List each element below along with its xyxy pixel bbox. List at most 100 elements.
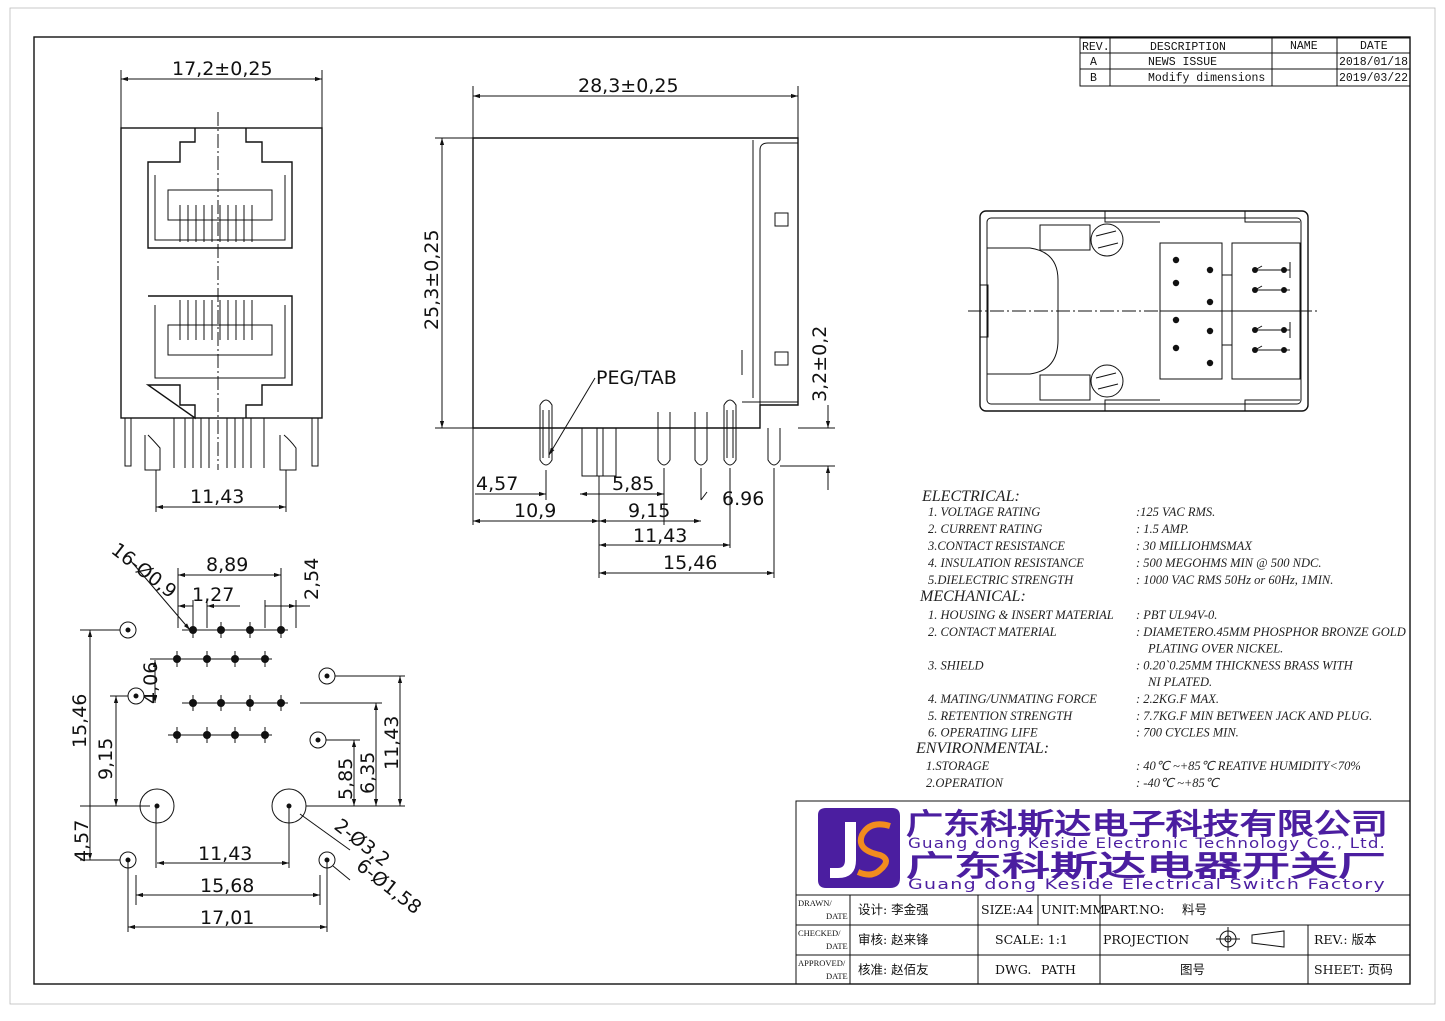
sheet-field: SHEET: 页码 — [1314, 962, 1393, 977]
dim-5-85-v: 5,85 — [335, 758, 357, 800]
size-field: SIZE:A4 — [981, 902, 1034, 917]
spec-value: : 30 MILLIOHMSMAX — [1136, 539, 1253, 553]
checked-label: CHECKED/ — [798, 928, 841, 938]
dwg-label: DWG. — [995, 962, 1031, 977]
approved-label: APPROVED/ — [798, 958, 846, 968]
spec-value: : 700 CYCLES MIN. — [1136, 726, 1239, 740]
drawing-border — [33, 36, 1411, 985]
company-name-cn-1: 广东科斯达电子科技有限公司 — [906, 807, 1388, 841]
rev-a-date: 2018/01/18 — [1339, 56, 1408, 69]
scale-field: SCALE: 1:1 — [995, 932, 1068, 947]
spec-value: NI PLATED. — [1147, 675, 1212, 689]
spec-label: 2. CONTACT MATERIAL — [928, 625, 1057, 639]
approved-date-label: DATE — [826, 971, 848, 981]
company-name-en-1: Guang dong Keside Electronic Technology … — [908, 836, 1386, 852]
specifications: ELECTRICAL: MECHANICAL: ENVIRONMENTAL: 1… — [915, 488, 1406, 790]
top-view — [968, 210, 1320, 412]
company-logo: KS — [818, 808, 904, 888]
side-length-dim: 28,3±0,25 — [578, 75, 679, 97]
unit-field: UNIT:MM. — [1041, 902, 1109, 917]
title-block: DRAWN/ DATE 设计: 李金强 CHECKED/ DATE 审核: 赵来… — [795, 894, 1411, 985]
rev-b-date: 2019/03/22 — [1339, 72, 1408, 85]
hole-note-16: 16-Ø0,9 — [107, 539, 181, 603]
spec-label: 6. OPERATING LIFE — [928, 726, 1038, 740]
dim-15-68: 15,68 — [200, 875, 254, 897]
dim-11-43-v: 11,43 — [381, 716, 403, 770]
side-height-dim: 25,3±0,25 — [421, 229, 443, 330]
description-header: DESCRIPTION — [1150, 41, 1226, 54]
spec-value: : 40℃ ~+85℃ REATIVE HUMIDITY<70% — [1136, 759, 1361, 773]
spec-value: :125 VAC RMS. — [1136, 505, 1215, 519]
pcb-footprint: 8,89 1,27 2,54 16-Ø0,9 — [69, 539, 426, 932]
electrical-title: ELECTRICAL: — [921, 488, 1020, 505]
dim-15-46: 15,46 — [663, 552, 717, 574]
date-header: DATE — [1360, 40, 1388, 53]
front-view: 17,2±0,25 — [120, 58, 323, 512]
rev-field: REV.: 版本 — [1314, 932, 1377, 947]
path-label: PATH — [1041, 962, 1076, 977]
spec-label: 5. RETENTION STRENGTH — [928, 709, 1073, 723]
spec-label: 1. HOUSING & INSERT MATERIAL — [928, 608, 1114, 622]
rev-a: A — [1090, 56, 1097, 69]
spec-label: 2. CURRENT RATING — [928, 522, 1042, 536]
spec-label: 2.OPERATION — [926, 776, 1004, 790]
rev-b-description: Modify dimensions — [1148, 72, 1265, 85]
spec-value: PLATING OVER NICKEL. — [1147, 642, 1283, 656]
dim-4-57: 4,57 — [476, 473, 518, 495]
name-header: NAME — [1290, 40, 1318, 53]
spec-label: 4. MATING/UNMATING FORCE — [928, 692, 1097, 706]
dim-11-43-h: 11,43 — [198, 843, 252, 865]
front-width-dim: 17,2±0,25 — [172, 58, 273, 80]
spec-value: : 1.5 AMP. — [1136, 522, 1189, 536]
sheet-edge — [9, 7, 1436, 1005]
dim-9-15: 9,15 — [628, 500, 670, 522]
spec-value: : 1000 VAC RMS 50Hz or 60Hz, 1MIN. — [1136, 573, 1333, 587]
spec-label: 3.CONTACT RESISTANCE — [927, 539, 1065, 553]
front-pin-span-dim: 11,43 — [190, 486, 244, 508]
rev-b: B — [1090, 72, 1097, 85]
spec-value: : 7.7KG.F MIN BETWEEN JACK AND PLUG. — [1136, 709, 1372, 723]
part-no-label: PART.NO: — [1103, 902, 1164, 917]
company-block: KS 广东科斯达电子科技有限公司 Guang dong Keside Elect… — [795, 800, 1411, 896]
dim-15-46-v: 15,46 — [69, 694, 91, 748]
dim-4-57-v: 4,57 — [71, 820, 93, 862]
dim-1-27: 1,27 — [192, 584, 234, 606]
dim-11-43: 11,43 — [633, 525, 687, 547]
tail-length-dim: 3,2±0,2 — [809, 326, 831, 402]
spec-value: : 500 MEGOHMS MIN @ 500 NDC. — [1136, 556, 1321, 570]
projection-label: PROJECTION — [1103, 932, 1189, 947]
checked-value: 审核: 赵来锋 — [858, 932, 929, 947]
spec-label: 1.STORAGE — [926, 759, 990, 773]
dim-5-85: 5,85 — [612, 473, 654, 495]
spec-label: 3. SHIELD — [927, 658, 984, 672]
dim-10-9: 10,9 — [514, 500, 556, 522]
mechanical-title: MECHANICAL: — [919, 588, 1026, 605]
part-no-value: 料号 — [1182, 902, 1207, 917]
rev-header: REV. — [1082, 41, 1110, 54]
logo-letters: KS — [902, 819, 904, 821]
drawn-label: DRAWN/ — [798, 898, 832, 908]
spec-value: : -40℃ ~+85℃ — [1136, 776, 1221, 790]
dim-9-15-v: 9,15 — [95, 738, 117, 780]
rev-a-description: NEWS ISSUE — [1148, 56, 1217, 69]
side-view: 28,3±0,25 25,3±0,25 PEG/TAB 3,2±0,2 — [421, 75, 835, 578]
spec-value: : 2.2KG.F MAX. — [1136, 692, 1219, 706]
spec-value: : PBT UL94V-0. — [1136, 608, 1217, 622]
spec-label: 1. VOLTAGE RATING — [928, 505, 1040, 519]
signal-pins — [168, 622, 288, 743]
checked-date-label: DATE — [826, 941, 848, 951]
spec-label: 4. INSULATION RESISTANCE — [928, 556, 1084, 570]
dim-8-89: 8,89 — [206, 554, 248, 576]
peg-tab-label: PEG/TAB — [596, 367, 677, 389]
spec-value: : 0.20`0.25MM THICKNESS BRASS WITH — [1136, 658, 1354, 672]
drawn-date-label: DATE — [826, 911, 848, 921]
approved-value: 核准: 赵佰友 — [858, 962, 929, 977]
revision-table: REV. DESCRIPTION NAME DATE A NEWS ISSUE … — [1079, 37, 1411, 87]
dim-4-06: 4,06 — [140, 662, 162, 704]
dim-6-96: 6.96 — [722, 488, 764, 510]
drawing-no-label: 图号 — [1180, 962, 1205, 977]
company-name-en-2: Guang dong Keside Electrical Switch Fact… — [908, 877, 1386, 893]
spec-value: : DIAMETERO.45MM PHOSPHOR BRONZE GOLD — [1136, 625, 1406, 639]
spec-label: 5.DIELECTRIC STRENGTH — [928, 573, 1074, 587]
